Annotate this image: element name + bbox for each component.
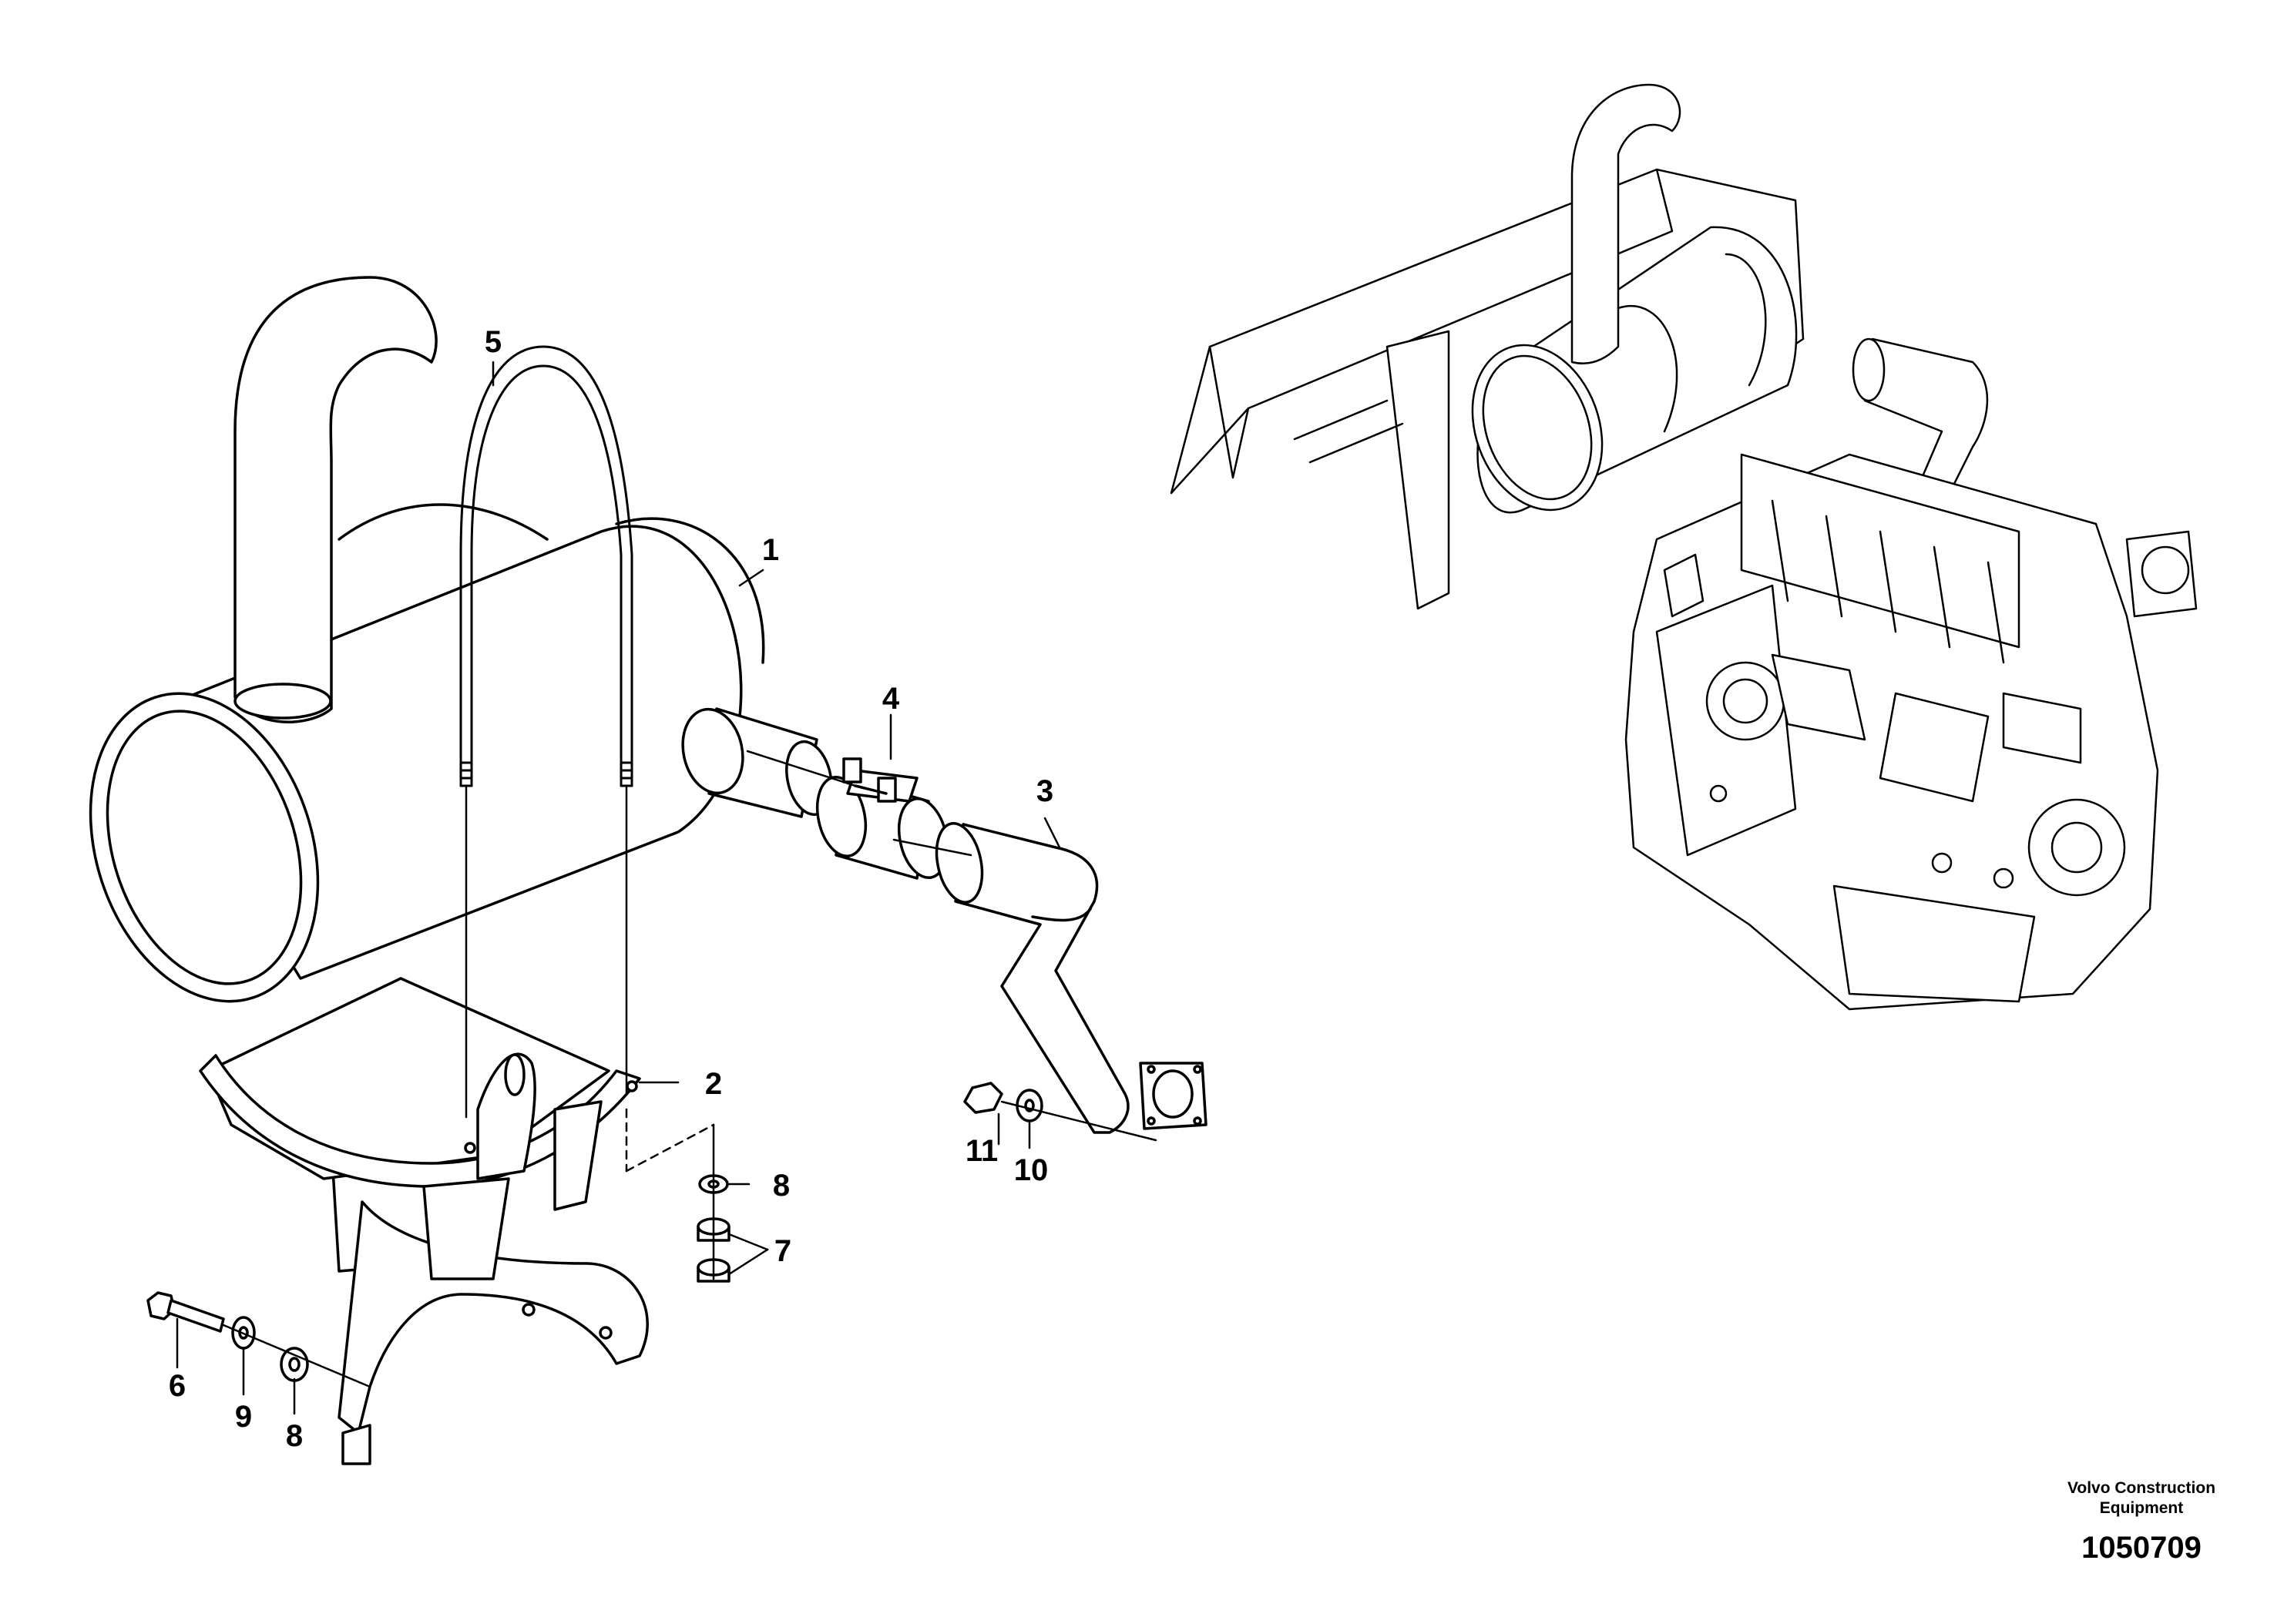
hardware-bolt-6 <box>146 1291 225 1333</box>
callout-2: 2 <box>705 1067 722 1101</box>
muffler-body <box>89 503 765 1003</box>
hardware-nut-11 <box>963 1082 1003 1114</box>
callout-3: 3 <box>1036 774 1053 808</box>
leader-lines <box>176 361 1061 1415</box>
drawing-number: 1050709 <box>2081 1531 2202 1565</box>
exhaust-stack <box>233 276 438 723</box>
muffler-assembly <box>89 276 1207 1465</box>
callout-6: 6 <box>169 1369 186 1403</box>
engine-exhaust-stack <box>1570 83 1681 365</box>
callout-4: 4 <box>882 682 900 716</box>
muffler-bracket <box>199 977 649 1465</box>
callout-11: 11 <box>966 1134 998 1168</box>
engine-block <box>1624 453 2198 1011</box>
callout-10: 10 <box>1014 1153 1049 1187</box>
pipe-clamp <box>815 757 949 880</box>
exhaust-pipe <box>935 822 1207 1134</box>
callout-7: 7 <box>774 1234 791 1268</box>
muffler-outlet-pipe <box>681 707 833 818</box>
hardware-washer-8-lower <box>280 1347 309 1382</box>
callout-1: 1 <box>762 533 779 567</box>
callout-labels: 1 2 3 4 5 6 7 8 8 9 10 11 <box>169 325 1053 1453</box>
callout-5: 5 <box>485 325 502 359</box>
footer: Volvo Construction Equipment 1050709 <box>2067 1479 2215 1565</box>
brand-line-1: Volvo Construction <box>2067 1479 2215 1497</box>
brand-line-2: Equipment <box>2100 1499 2184 1517</box>
callout-8-lower: 8 <box>286 1419 303 1453</box>
engine-installation-view <box>1170 83 2198 1011</box>
callout-8-upper: 8 <box>773 1169 790 1203</box>
assembly-lines <box>222 750 1157 1388</box>
callout-9: 9 <box>235 1400 252 1434</box>
engine-exhaust-pipe <box>1852 337 1989 495</box>
engine-muffler <box>1471 226 1798 514</box>
u-bolt-strap <box>459 345 633 787</box>
